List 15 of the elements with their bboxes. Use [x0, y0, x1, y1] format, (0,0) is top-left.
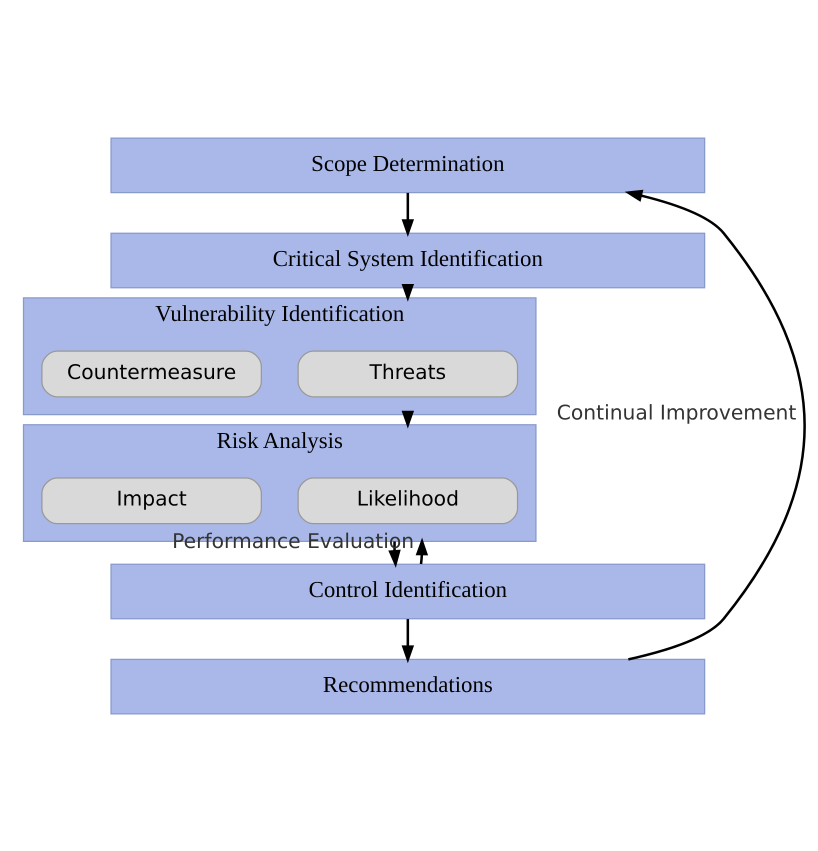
arrow [402, 618, 414, 663]
arrow [402, 192, 414, 237]
node-box: Countermeasure [41, 350, 262, 397]
node-box: Recommendations [110, 658, 706, 714]
node-box: Likelihood [297, 476, 518, 524]
node-box: Control Identification [110, 563, 706, 619]
arrow [402, 410, 414, 428]
node-box: Impact [41, 476, 262, 524]
node-box: Threats [297, 350, 518, 397]
arrow [388, 540, 401, 568]
arrow [402, 283, 414, 302]
arrow [624, 189, 806, 660]
node-box: Scope Determination [110, 136, 706, 193]
edge-label: Continual Improvement [556, 400, 796, 424]
arrow [416, 537, 428, 564]
